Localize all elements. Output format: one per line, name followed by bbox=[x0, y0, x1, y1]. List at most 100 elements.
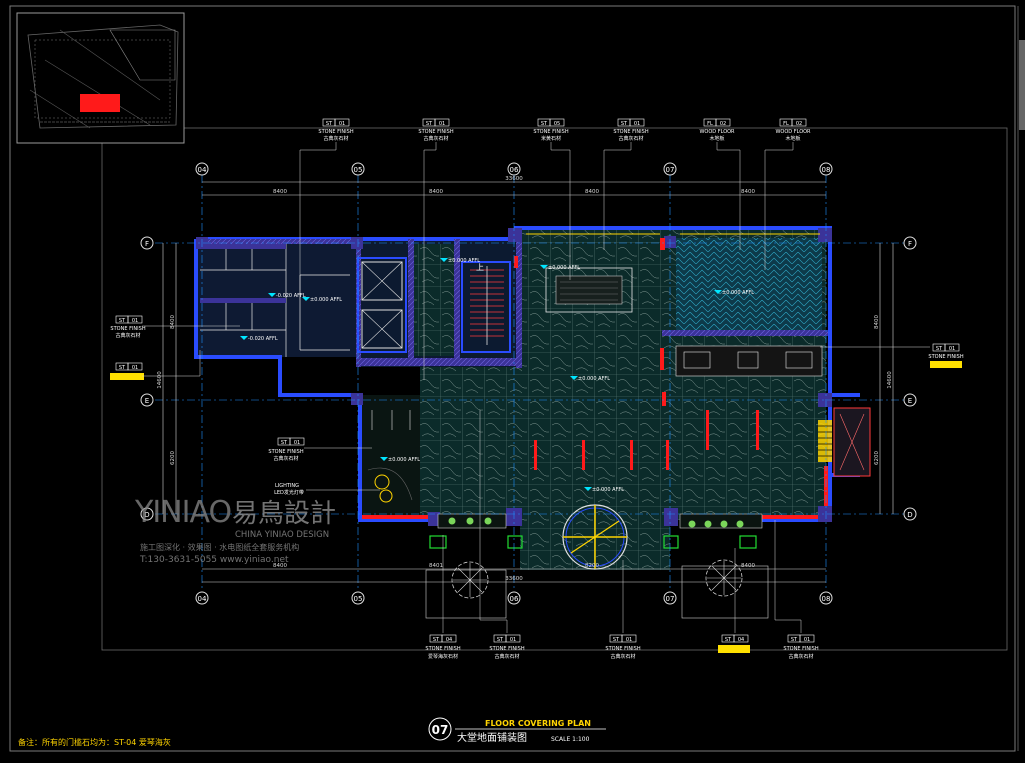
grid-row-D-right: D bbox=[903, 507, 917, 521]
svg-text:STONE FINISH: STONE FINISH bbox=[110, 326, 145, 332]
svg-text:01: 01 bbox=[132, 365, 138, 371]
scrollbar-thumb bbox=[1019, 40, 1025, 130]
svg-text:古典灰石材: 古典灰石材 bbox=[610, 653, 635, 660]
dim-bottom-span-3: 8200 bbox=[585, 563, 599, 569]
svg-text:±0.000 AFFL: ±0.000 AFFL bbox=[548, 265, 580, 271]
drawing-frame bbox=[101, 127, 1008, 651]
dimension-texts: 33600 8400 8400 8400 8400 8400 8401 8200… bbox=[157, 176, 893, 582]
svg-text:F: F bbox=[145, 240, 149, 248]
svg-text:-0.020 AFFL: -0.020 AFFL bbox=[248, 336, 278, 342]
svg-text:古典灰石材: 古典灰石材 bbox=[423, 135, 448, 142]
title-scale: SCALE 1:100 bbox=[551, 736, 590, 743]
svg-text:FL: FL bbox=[707, 121, 713, 127]
svg-text:02: 02 bbox=[720, 121, 726, 127]
dim-right-span-2: 6200 bbox=[874, 451, 880, 465]
svg-text:STONE FINISH: STONE FINISH bbox=[605, 646, 640, 652]
svg-text:04: 04 bbox=[446, 637, 452, 643]
grid-row-F-left: F bbox=[140, 236, 154, 250]
svg-text:古典灰石材: 古典灰石材 bbox=[788, 653, 813, 660]
svg-text:D: D bbox=[907, 511, 912, 519]
svg-text:ST: ST bbox=[725, 637, 732, 643]
grid-row-D-left: D bbox=[140, 507, 154, 521]
dim-bottom-span-2: 8401 bbox=[429, 563, 443, 569]
svg-text:07: 07 bbox=[666, 595, 675, 603]
corridor-tiles bbox=[414, 244, 454, 356]
side-tag-leaders bbox=[142, 325, 930, 491]
grid-col-04-top: 04 bbox=[195, 162, 209, 176]
svg-text:01: 01 bbox=[804, 637, 810, 643]
watermark-en: CHINA YINIAO DESIGN bbox=[235, 530, 329, 540]
svg-text:木地板: 木地板 bbox=[709, 135, 724, 142]
bottom-tag-4: ST 04 bbox=[718, 634, 750, 653]
dim-bottom-span-1: 8400 bbox=[273, 563, 287, 569]
level-marker-8: ±0.000 AFFL bbox=[540, 265, 580, 271]
svg-text:01: 01 bbox=[339, 121, 345, 127]
landscape-trees bbox=[425, 559, 769, 619]
svg-text:ST: ST bbox=[791, 637, 798, 643]
watermark: YINIAO 易鳥設計 CHINA YINIAO DESIGN 施工图深化 · … bbox=[134, 495, 336, 565]
svg-text:ST: ST bbox=[621, 121, 628, 127]
svg-text:05: 05 bbox=[354, 166, 363, 174]
svg-text:01: 01 bbox=[634, 121, 640, 127]
dimension-lines bbox=[162, 181, 894, 583]
svg-text:LED发光灯带: LED发光灯带 bbox=[274, 489, 304, 496]
wall-hatch-6 bbox=[662, 330, 828, 336]
svg-text:-0.020 AFFL: -0.020 AFFL bbox=[276, 293, 306, 299]
svg-text:STONE FINISH: STONE FINISH bbox=[783, 646, 818, 652]
grid-col-07-bottom: 07 bbox=[663, 591, 677, 605]
watermark-logo: YINIAO bbox=[134, 495, 231, 530]
building-plan: 上 bbox=[194, 226, 871, 619]
svg-text:STONE FINISH: STONE FINISH bbox=[425, 646, 460, 652]
grid-col-08-top: 08 bbox=[819, 162, 833, 176]
svg-text:01: 01 bbox=[294, 440, 300, 446]
svg-text:06: 06 bbox=[510, 595, 519, 603]
svg-text:D: D bbox=[144, 511, 149, 519]
footer-note: 备注：所有的门槛石均为：ST-04 爱琴海灰 bbox=[18, 737, 171, 747]
svg-text:08: 08 bbox=[822, 166, 831, 174]
svg-text:ST: ST bbox=[613, 637, 620, 643]
dim-top-span-2: 8400 bbox=[429, 189, 443, 195]
svg-text:ST: ST bbox=[119, 318, 126, 324]
stair-direction-label: 上 bbox=[476, 263, 484, 272]
level-marker-1: ±0.000 AFFL bbox=[440, 258, 480, 264]
svg-text:02: 02 bbox=[796, 121, 802, 127]
dim-right-span-1: 8400 bbox=[874, 315, 880, 329]
sheet-border bbox=[9, 5, 1016, 752]
grid-row-F-right: F bbox=[903, 236, 917, 250]
bottom-tag-leaders bbox=[442, 410, 802, 633]
level-marker-6: ±0.000 AFFL bbox=[380, 457, 420, 463]
key-plan bbox=[16, 12, 185, 144]
wall-hatch-4 bbox=[454, 239, 460, 359]
svg-text:07: 07 bbox=[666, 166, 675, 174]
svg-text:04: 04 bbox=[738, 637, 744, 643]
lounge-furniture bbox=[367, 410, 413, 503]
svg-text:01: 01 bbox=[510, 637, 516, 643]
reception-zone bbox=[545, 267, 823, 377]
svg-text:STONE FINISH: STONE FINISH bbox=[418, 129, 453, 135]
watermark-cn: 易鳥設計 bbox=[232, 499, 336, 529]
svg-text:ST: ST bbox=[426, 121, 433, 127]
svg-text:08: 08 bbox=[822, 595, 831, 603]
svg-text:STONE FINISH: STONE FINISH bbox=[533, 129, 568, 135]
svg-text:01: 01 bbox=[626, 637, 632, 643]
svg-text:±0.000 AFFL: ±0.000 AFFL bbox=[310, 297, 342, 303]
svg-text:±0.000 AFFL: ±0.000 AFFL bbox=[592, 487, 624, 493]
svg-text:STONE FINISH: STONE FINISH bbox=[489, 646, 524, 652]
level-marker-4: ±0.000 AFFL bbox=[714, 290, 754, 296]
restroom-counter bbox=[200, 244, 286, 249]
dim-left-overall: 14600 bbox=[157, 371, 163, 389]
svg-text:米黄石材: 米黄石材 bbox=[541, 135, 561, 142]
svg-text:STONE FINISH: STONE FINISH bbox=[613, 129, 648, 135]
svg-text:E: E bbox=[145, 397, 149, 405]
title-number: 07 bbox=[432, 723, 449, 737]
